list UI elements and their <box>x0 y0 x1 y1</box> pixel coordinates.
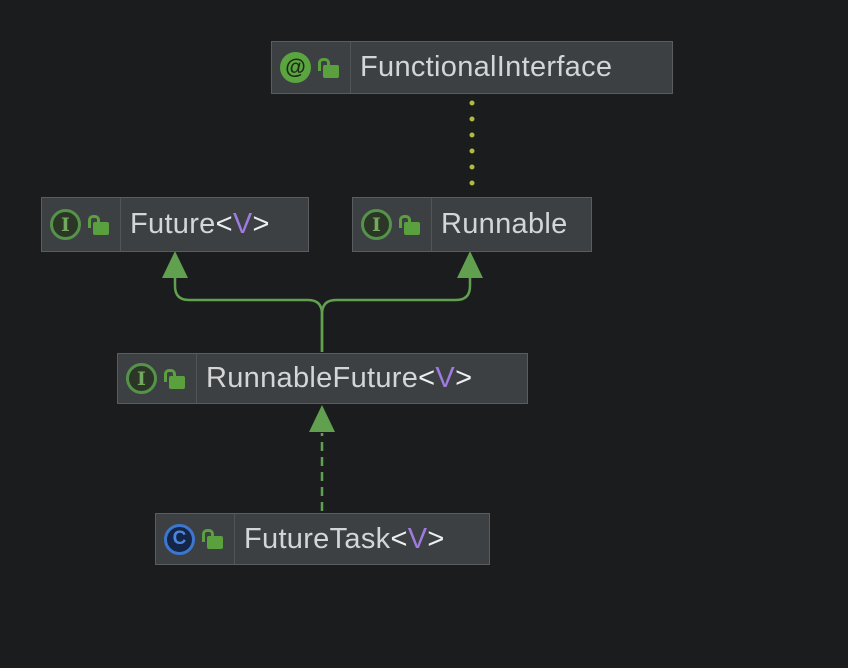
node-icon-area: I <box>42 198 121 251</box>
node-icon-area: I <box>353 198 432 251</box>
unlocked-icon <box>202 527 224 551</box>
arrowhead-runnable <box>457 251 483 278</box>
type-name: Future <box>130 208 216 240</box>
type-name: FunctionalInterface <box>360 51 613 83</box>
generic-close: > <box>252 208 270 240</box>
node-icon-area: @ <box>272 42 351 93</box>
node-label: FunctionalInterface <box>351 42 624 93</box>
node-runnable-future[interactable]: I RunnableFuture < V > <box>117 353 528 404</box>
unlocked-icon <box>88 213 110 237</box>
generic-param: V <box>232 208 253 240</box>
generic-param: V <box>407 522 428 555</box>
node-future-task[interactable]: C FutureTask < V > <box>155 513 490 565</box>
class-icon: C <box>164 523 195 555</box>
unlocked-icon <box>399 213 421 237</box>
interface-icon: I <box>50 209 81 240</box>
node-label: Runnable <box>432 198 580 251</box>
generic-close: > <box>455 362 473 394</box>
node-runnable[interactable]: I Runnable <box>352 197 592 252</box>
type-name: FutureTask <box>244 522 391 555</box>
node-future[interactable]: I Future < V > <box>41 197 309 252</box>
node-icon-area: I <box>118 354 197 403</box>
node-label: Future < V > <box>121 198 282 251</box>
node-label: RunnableFuture < V > <box>197 354 484 403</box>
edge-extends-runnable <box>320 278 472 352</box>
type-name: RunnableFuture <box>206 362 419 394</box>
type-name: Runnable <box>441 208 568 240</box>
node-icon-area: C <box>156 514 235 564</box>
arrowhead-future <box>162 251 188 278</box>
generic-param: V <box>435 362 456 394</box>
annotation-icon: @ <box>280 52 311 83</box>
arrowhead-runnable-future <box>309 405 335 432</box>
generic-open: < <box>215 208 233 240</box>
node-label: FutureTask < V > <box>235 514 457 564</box>
node-functional-interface[interactable]: @ FunctionalInterface <box>271 41 673 94</box>
generic-open: < <box>418 362 436 394</box>
unlocked-icon <box>164 367 186 391</box>
interface-icon: I <box>361 209 392 240</box>
edge-extends-future <box>173 278 324 352</box>
generic-open: < <box>390 522 408 555</box>
generic-close: > <box>427 522 445 555</box>
interface-icon: I <box>126 363 157 394</box>
unlocked-icon <box>318 56 340 80</box>
